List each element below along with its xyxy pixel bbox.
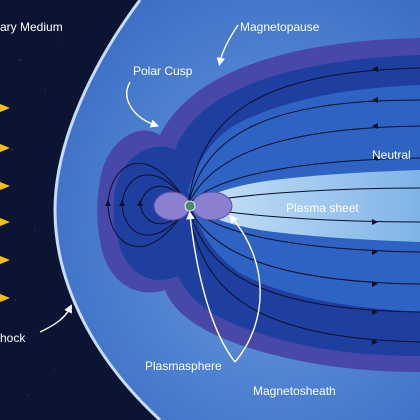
field-line-arrow-icon bbox=[105, 66, 378, 345]
bow-shock-label: hock bbox=[0, 331, 26, 345]
solar-wind-arrow-icon bbox=[0, 218, 10, 226]
interplanetary-medium-label: ary Medium bbox=[0, 20, 63, 34]
star-field bbox=[11, 39, 81, 396]
magnetopause-label: Magnetopause bbox=[240, 20, 320, 34]
nightside-field-lines bbox=[187, 67, 420, 343]
plasma-sheet-region bbox=[195, 170, 420, 242]
solar-wind-arrow-icon bbox=[0, 104, 10, 112]
solar-wind-arrows bbox=[0, 104, 10, 302]
magnetosheath-label: Magnetosheath bbox=[253, 384, 336, 398]
solar-wind-arrow-icon bbox=[0, 144, 10, 152]
solar-wind-arrow-icon bbox=[0, 182, 10, 190]
plasma-sheet-label: Plasma sheet bbox=[286, 201, 359, 215]
neutral-sheet-label: Neutral bbox=[372, 148, 411, 162]
polar-cusp-label: Polar Cusp bbox=[133, 64, 193, 78]
solar-wind-arrow-icon bbox=[0, 294, 10, 302]
solar-wind-arrow-icon bbox=[0, 256, 10, 264]
bow-shock-line bbox=[53, 0, 162, 420]
label-pointer-arrow-icon bbox=[39, 24, 261, 363]
plasmasphere-region bbox=[153, 191, 233, 221]
plasmasphere-label: Plasmasphere bbox=[145, 359, 222, 373]
earth-icon bbox=[184, 200, 196, 212]
